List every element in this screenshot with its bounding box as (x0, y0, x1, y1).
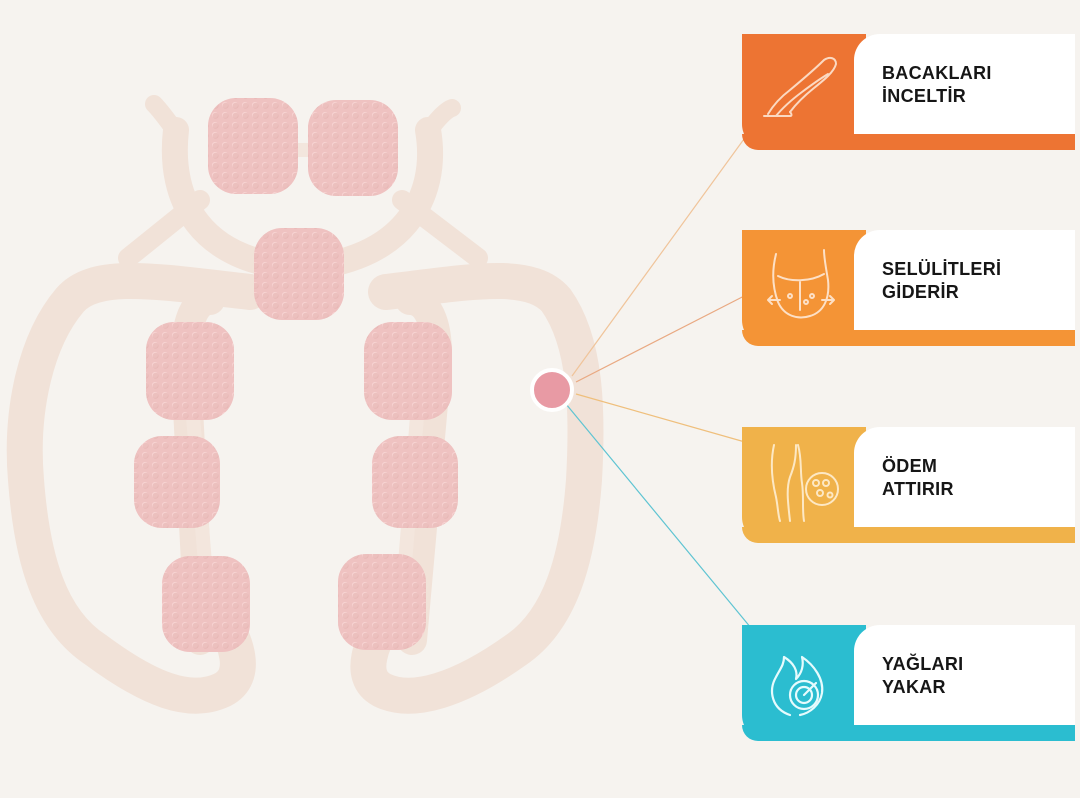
benefit-label: SELÜLİTLERİ GİDERİR (882, 259, 1002, 302)
card-icon-tile (742, 427, 866, 543)
legs-edema-icon (770, 444, 839, 522)
card-icon-tile (742, 34, 866, 150)
massage-roller-device (6, 95, 604, 714)
card-text-panel (854, 427, 1075, 527)
flame-fat-icon (771, 655, 824, 717)
benefit-label: BACAKLARI İNCELTİR (882, 63, 992, 106)
card-icon-tile (742, 230, 866, 346)
card-text-panel (854, 625, 1075, 725)
benefit-label: ÖDEM ATTIRIR (882, 456, 954, 499)
hips-cellulite-icon (767, 249, 835, 319)
benefit-card-legs: BACAKLARI İNCELTİR (742, 34, 1075, 150)
benefit-card-cellulite: SELÜLİTLERİ GİDERİR (742, 230, 1075, 346)
card-text-panel (854, 34, 1075, 134)
benefit-card-edema: ÖDEM ATTIRIR (742, 427, 1075, 543)
benefit-card-fat-burn: YAĞLARI YAKAR (742, 625, 1075, 741)
card-text-panel (854, 230, 1075, 330)
benefit-label: YAĞLARI YAKAR (882, 654, 964, 697)
pink-roller-group (134, 98, 458, 652)
card-icon-tile (742, 625, 866, 741)
legs-icon (763, 56, 837, 117)
